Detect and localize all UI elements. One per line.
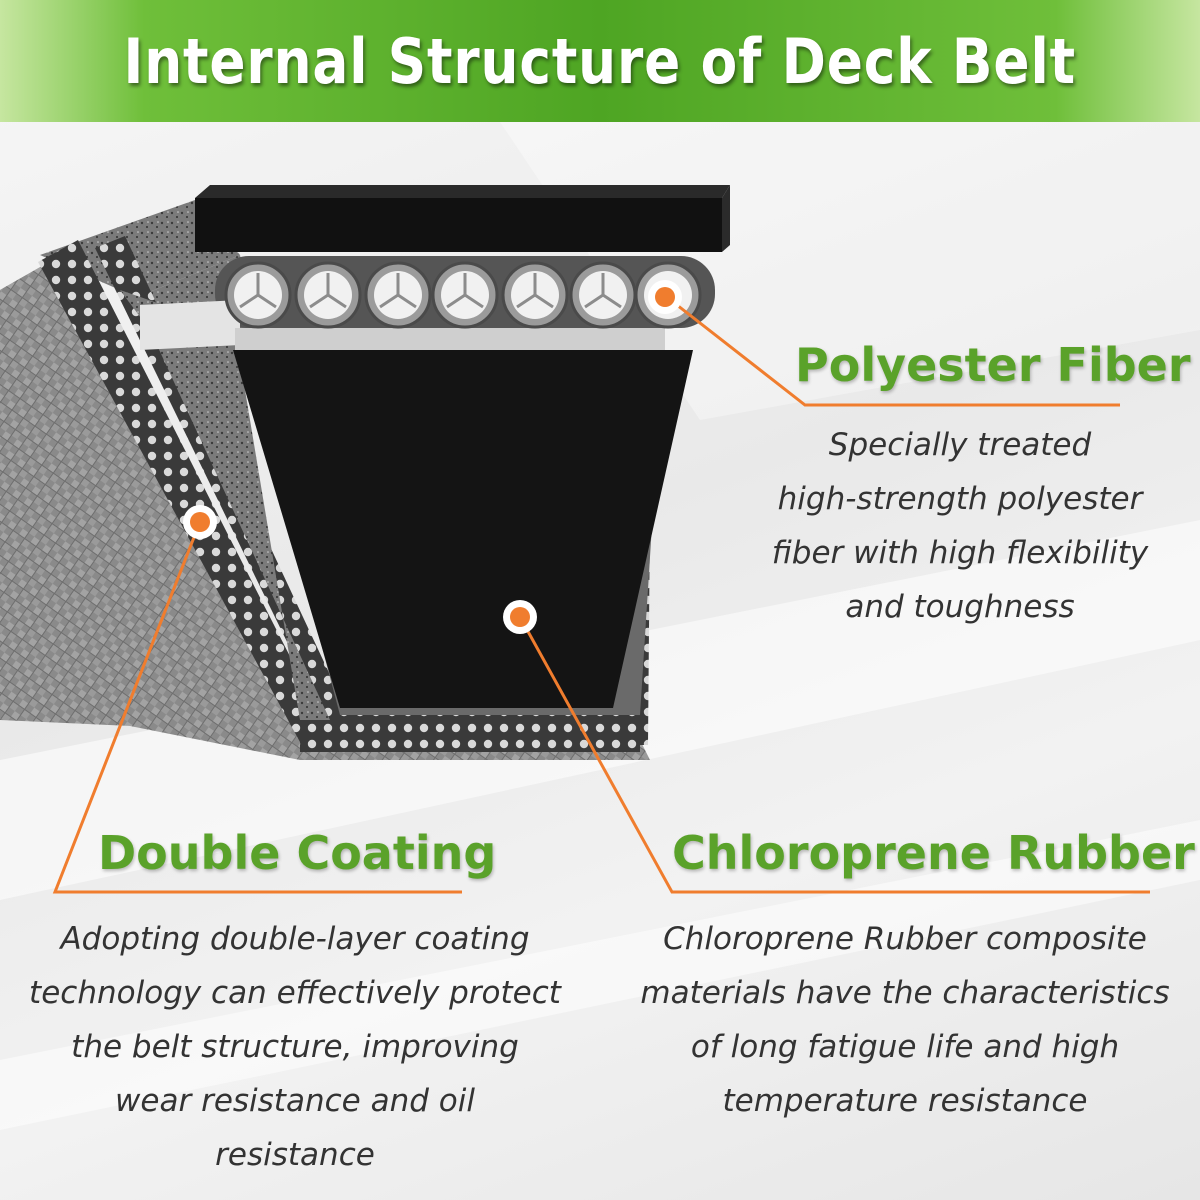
double-coating-title: Double Coating <box>98 826 497 880</box>
polyester-desc-line: and toughness <box>845 589 1075 625</box>
page-title: Internal Structure of Deck Belt <box>123 24 1077 98</box>
chloroprene-rubber-description: Chloroprene Rubber composite materials h… <box>620 912 1190 1128</box>
chloroprene-rubber-core <box>233 350 693 708</box>
rubber-desc-line: materials have the characteristics <box>640 975 1170 1011</box>
polyester-desc-line: fiber with high flexibility <box>771 535 1149 571</box>
chloroprene-rubber-title: Chloroprene Rubber <box>672 826 1195 880</box>
coating-band-left <box>38 240 330 742</box>
polyester-desc-line: Specially treated <box>828 427 1092 463</box>
coating-band-bottom <box>300 712 640 752</box>
polyester-fiber-title: Polyester Fiber <box>795 338 1191 392</box>
speckled-rubber-side <box>40 200 240 300</box>
coating-band-right <box>620 510 650 745</box>
coating-desc-line: Adopting double-layer coating <box>60 921 530 957</box>
coating-desc-line: technology can effectively protect <box>29 975 561 1011</box>
callout-markers <box>183 280 682 634</box>
polyester-cords <box>224 261 702 329</box>
coating-desc-line: the belt structure, improving <box>71 1029 519 1065</box>
coating-desc-line: wear resistance and oil <box>115 1083 475 1119</box>
top-rubber-layer <box>195 198 722 252</box>
polyester-fiber-description: Specially treated high-strength polyeste… <box>740 418 1180 634</box>
polyester-desc-line: high-strength polyester <box>777 481 1143 517</box>
woven-cover-side <box>0 250 650 760</box>
coating-desc-line: resistance <box>215 1137 375 1173</box>
rubber-desc-line: temperature resistance <box>722 1083 1088 1119</box>
title-banner: Internal Structure of Deck Belt <box>0 0 1200 122</box>
double-coating-description: Adopting double-layer coating technology… <box>10 912 580 1182</box>
rubber-desc-line: Chloroprene Rubber composite <box>663 921 1147 957</box>
rubber-desc-line: of long fatigue life and high <box>690 1029 1120 1065</box>
